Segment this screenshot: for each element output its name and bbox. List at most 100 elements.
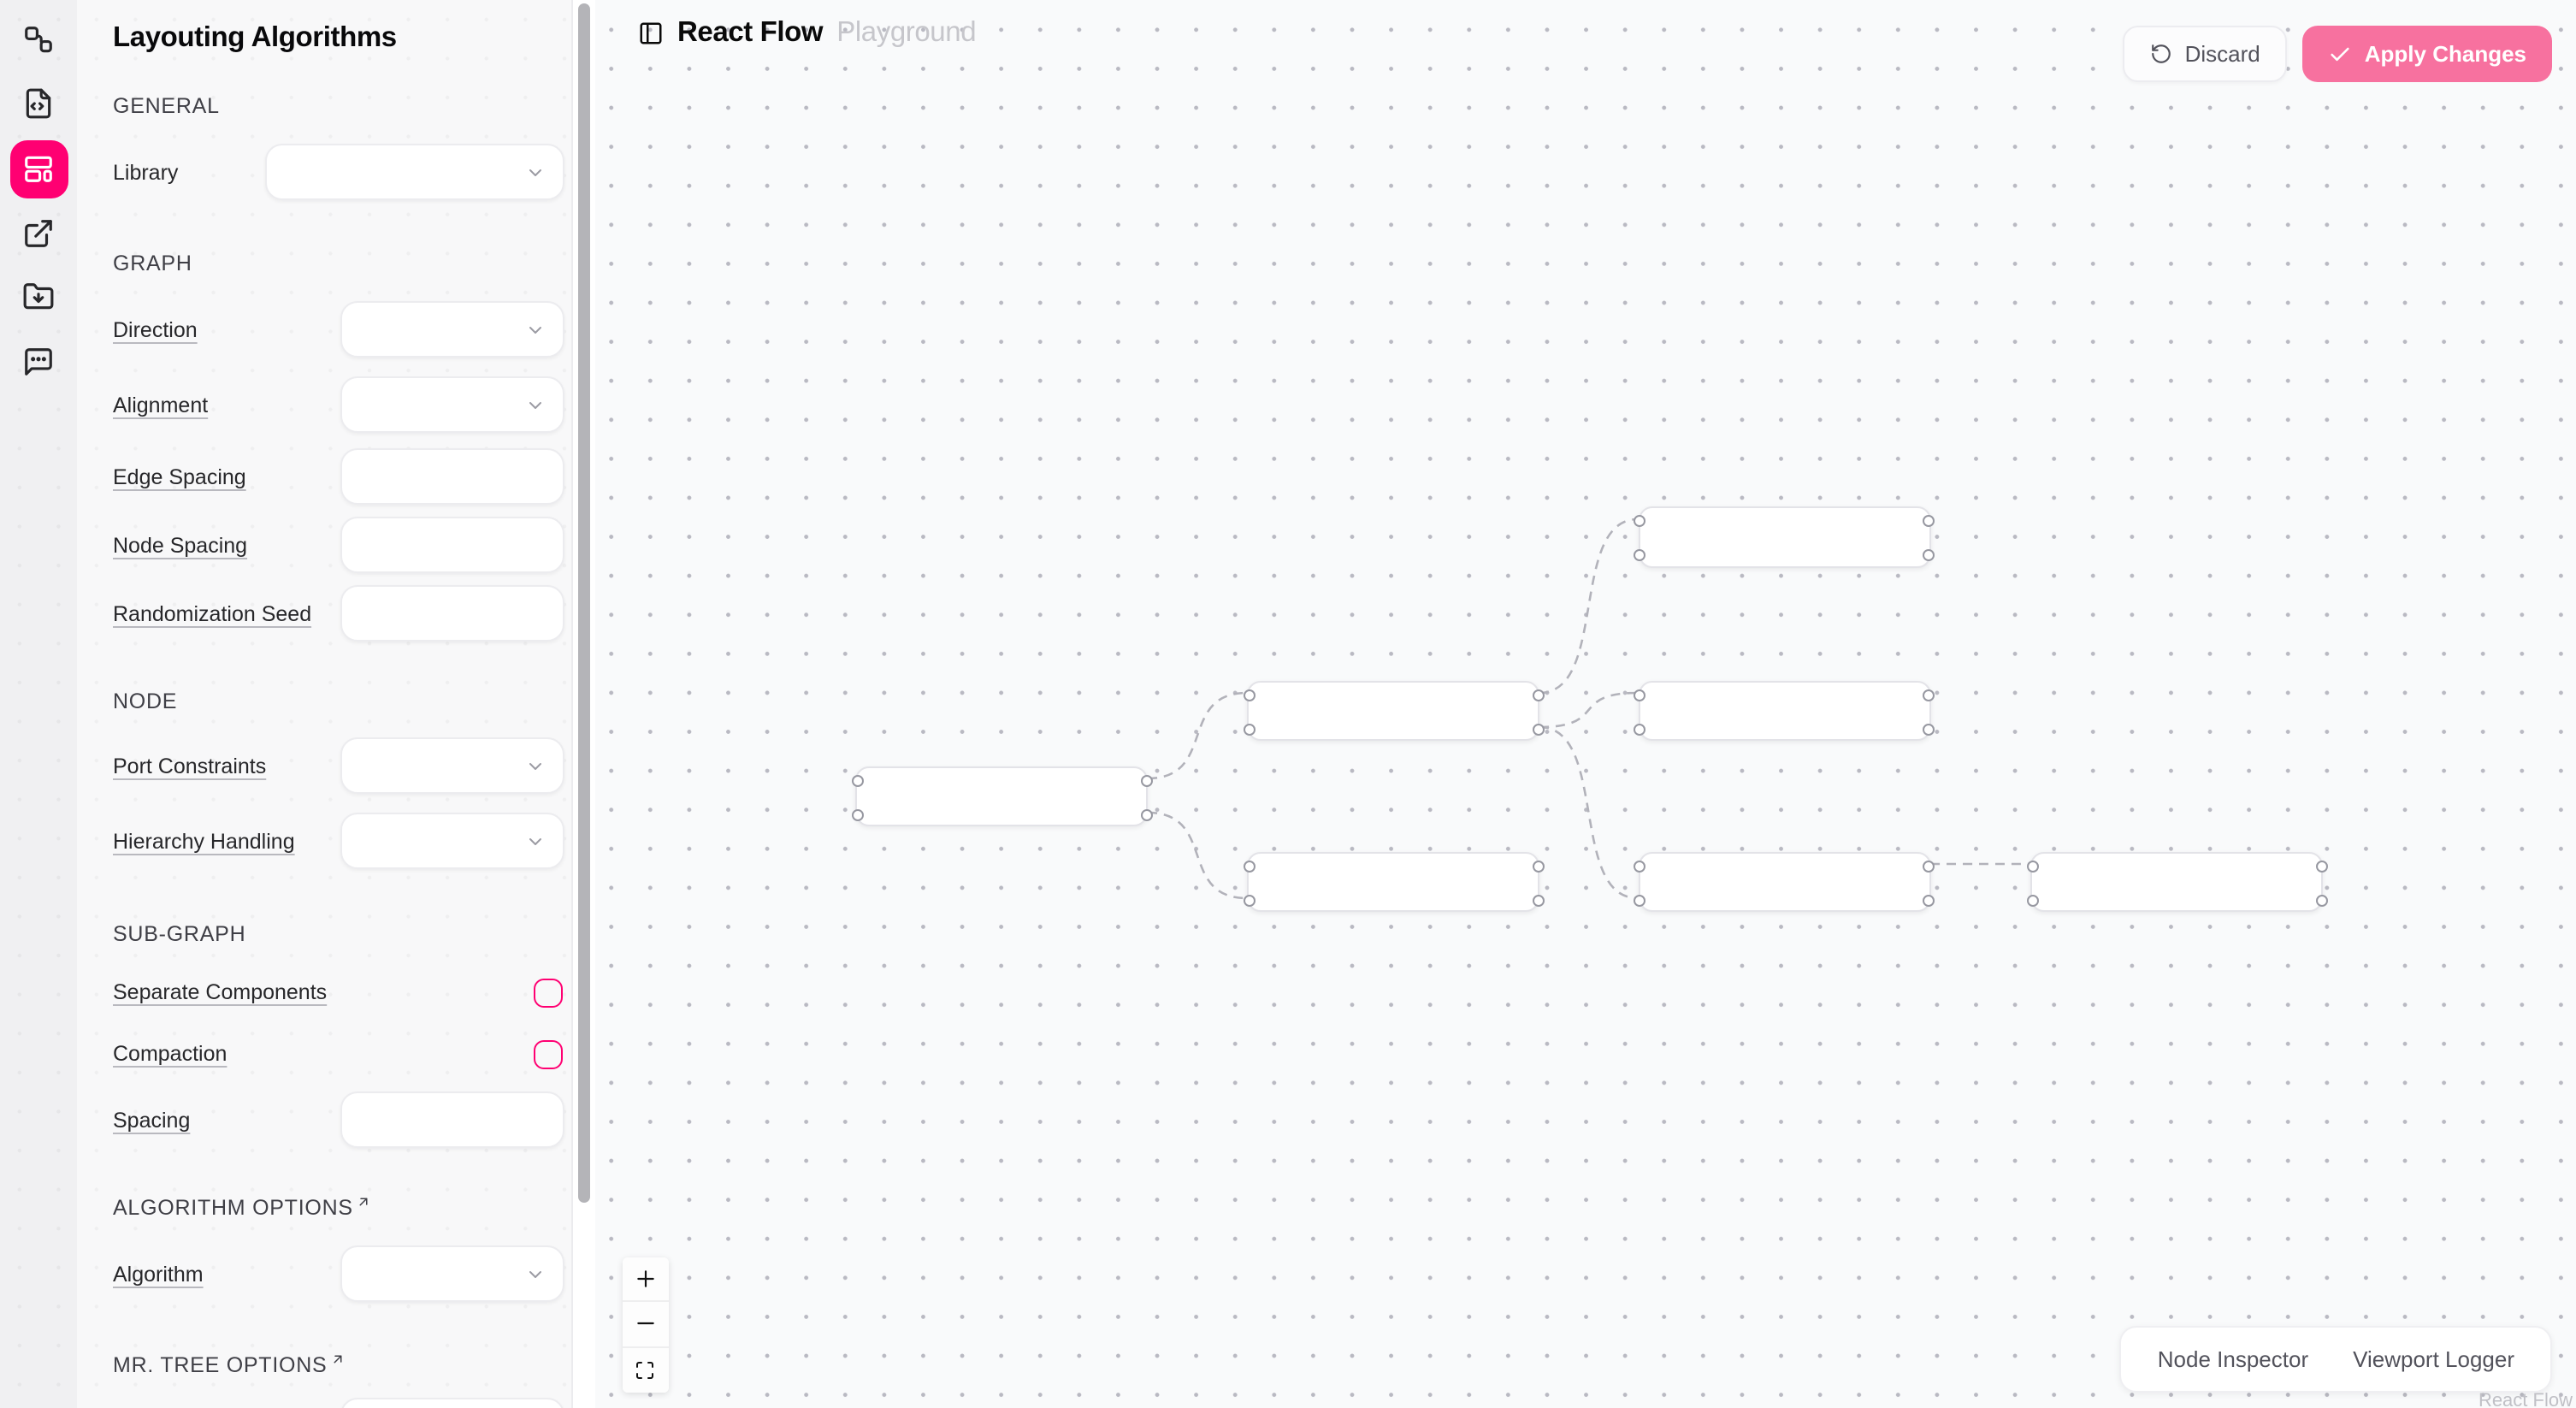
arrow-up-right-icon[interactable] — [357, 1194, 372, 1210]
discard-button[interactable]: Discard — [2123, 26, 2288, 82]
settings-row: Library — [113, 144, 564, 200]
spacing-label: Spacing — [113, 1108, 191, 1132]
alignment-select[interactable] — [340, 376, 564, 433]
section-header: ALGORITHM OPTIONS — [113, 1196, 564, 1220]
algorithm-select[interactable] — [340, 1245, 564, 1302]
target-handle[interactable] — [1243, 860, 1255, 872]
source-handle[interactable] — [2315, 860, 2327, 872]
edge-B-F[interactable] — [1539, 725, 1639, 900]
chevron-down-icon — [525, 394, 546, 415]
zoom-out-button[interactable] — [623, 1302, 668, 1348]
hierarchy-handling-select[interactable] — [340, 813, 564, 869]
library-label: Library — [113, 160, 179, 184]
chevron-down-icon — [525, 755, 546, 776]
section-header: GRAPH — [113, 251, 192, 275]
target-handle[interactable] — [1243, 723, 1255, 735]
field-select[interactable] — [340, 1398, 564, 1408]
apply-changes-label: Apply Changes — [2364, 41, 2526, 67]
rail-item-file-code-icon[interactable] — [9, 74, 68, 133]
randomization-seed-input[interactable] — [340, 585, 564, 642]
target-handle[interactable] — [1243, 894, 1255, 906]
source-handle[interactable] — [1923, 860, 1935, 872]
edge-spacing-input[interactable] — [340, 448, 564, 505]
section-header: SUB-GRAPH — [113, 922, 246, 946]
target-handle[interactable] — [1243, 689, 1255, 701]
target-handle[interactable] — [1634, 860, 1645, 872]
target-handle[interactable] — [851, 808, 863, 820]
separate-components-label: Separate Components — [113, 980, 328, 1004]
library-select[interactable] — [265, 144, 564, 200]
apply-changes-button[interactable]: Apply Changes — [2302, 26, 2552, 82]
flow-node-F[interactable] — [1634, 851, 1935, 912]
target-handle[interactable] — [851, 774, 863, 786]
node-spacing-label: Node Spacing — [113, 533, 248, 557]
fit-view-icon — [635, 1359, 656, 1380]
rail-item-react-flow-logo-icon[interactable] — [9, 10, 68, 68]
target-handle[interactable] — [1634, 723, 1645, 735]
settings-row: Alignment — [113, 376, 564, 433]
flow-node-D[interactable] — [1634, 506, 1935, 567]
compaction-label: Compaction — [113, 1042, 227, 1066]
compaction-checkbox[interactable] — [534, 1039, 563, 1068]
flow-node-A[interactable] — [851, 766, 1152, 826]
flow-node-C[interactable] — [1243, 851, 1544, 912]
react-flow-attribution: React Flow — [2478, 1391, 2573, 1408]
direction-select[interactable] — [340, 301, 564, 358]
arrow-up-right-icon[interactable] — [330, 1352, 346, 1367]
source-handle[interactable] — [1923, 723, 1935, 735]
section-header: MR. TREE OPTIONS — [113, 1353, 564, 1377]
separate-components-checkbox[interactable] — [534, 978, 563, 1007]
section-header: NODE — [113, 689, 178, 713]
edge-A-B[interactable] — [1147, 691, 1248, 780]
source-handle[interactable] — [1532, 894, 1544, 906]
check-icon — [2329, 42, 2353, 66]
edge-spacing-label: Edge Spacing — [113, 464, 246, 488]
target-handle[interactable] — [2026, 894, 2038, 906]
source-handle[interactable] — [1532, 689, 1544, 701]
discard-label: Discard — [2184, 41, 2260, 67]
plus-icon — [635, 1268, 657, 1290]
panel-left-icon[interactable] — [638, 21, 664, 46]
scrollbar-thumb[interactable] — [578, 3, 590, 1203]
chevron-down-icon — [525, 162, 546, 182]
target-handle[interactable] — [2026, 860, 2038, 872]
zoom-in-button[interactable] — [623, 1257, 668, 1303]
source-handle[interactable] — [1532, 723, 1544, 735]
target-handle[interactable] — [1634, 689, 1645, 701]
source-handle[interactable] — [1923, 515, 1935, 527]
randomization-seed-label: Randomization Seed — [113, 601, 312, 625]
settings-row: Randomization Seed — [113, 585, 564, 642]
flow-node-B[interactable] — [1243, 680, 1544, 741]
rail-item-external-link-icon[interactable] — [9, 204, 68, 262]
source-handle[interactable] — [2315, 894, 2327, 906]
node-spacing-input[interactable] — [340, 517, 564, 573]
spacing-input[interactable] — [340, 1091, 564, 1148]
node-inspector-toggle[interactable]: Node Inspector — [2157, 1346, 2309, 1372]
source-handle[interactable] — [1532, 860, 1544, 872]
rail-item-layout-panels-icon[interactable] — [9, 139, 68, 198]
fit-view-button[interactable] — [623, 1347, 668, 1393]
viewport-logger-toggle[interactable]: Viewport Logger — [2353, 1346, 2514, 1372]
rail-item-message-dots-icon[interactable] — [9, 332, 68, 390]
edge-B-D[interactable] — [1539, 518, 1639, 695]
flow-node-G[interactable] — [2026, 851, 2327, 912]
edge-A-C[interactable] — [1147, 811, 1248, 900]
source-handle[interactable] — [1140, 774, 1152, 786]
target-handle[interactable] — [1634, 894, 1645, 906]
target-handle[interactable] — [1634, 549, 1645, 561]
brand-title: React Flow — [677, 17, 824, 48]
flow-node-E[interactable] — [1634, 680, 1935, 741]
edge-B-E[interactable] — [1539, 691, 1639, 729]
panel-scrollbar[interactable] — [571, 0, 595, 1408]
algorithm-label: Algorithm — [113, 1262, 204, 1286]
source-handle[interactable] — [1923, 689, 1935, 701]
direction-label: Direction — [113, 317, 198, 341]
source-handle[interactable] — [1923, 894, 1935, 906]
target-handle[interactable] — [1634, 515, 1645, 527]
port-constraints-select[interactable] — [340, 737, 564, 794]
rail-item-folder-down-icon[interactable] — [9, 268, 68, 326]
source-handle[interactable] — [1140, 808, 1152, 820]
source-handle[interactable] — [1923, 549, 1935, 561]
port-constraints-label: Port Constraints — [113, 754, 267, 778]
